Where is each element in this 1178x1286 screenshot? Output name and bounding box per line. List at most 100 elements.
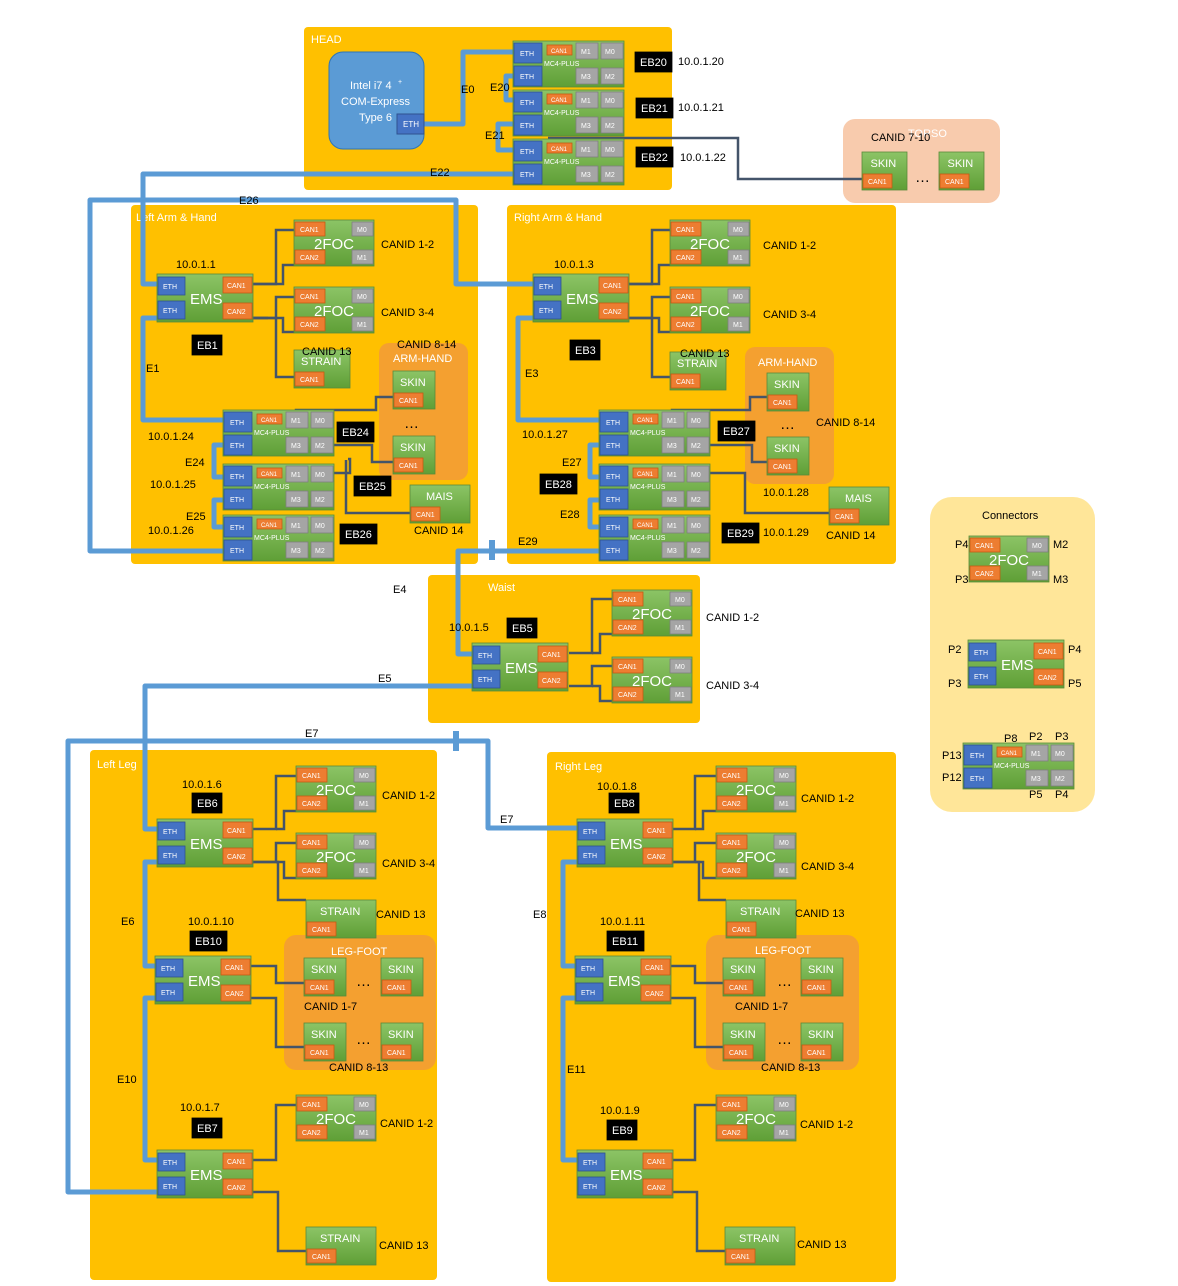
eth-port: ETH bbox=[230, 497, 244, 504]
right-leg-title: Right Leg bbox=[555, 761, 602, 773]
eth-port: ETH bbox=[583, 853, 597, 860]
m3-port: M3 bbox=[581, 74, 591, 81]
can1-port: CAN1 bbox=[676, 227, 695, 234]
can1-port: CAN1 bbox=[645, 965, 664, 972]
can2-port: CAN2 bbox=[302, 1130, 321, 1137]
board-tag: EB20 bbox=[640, 57, 667, 69]
sensor-label: STRAIN bbox=[739, 1233, 779, 1245]
board-tag: EB1 bbox=[197, 340, 218, 352]
can1-port: CAN1 bbox=[261, 523, 278, 529]
sensor-label: SKIN bbox=[311, 1029, 337, 1041]
cpu-line1: Intel i7 4 bbox=[350, 80, 392, 92]
link-E5 bbox=[142, 683, 473, 832]
can2-port: CAN2 bbox=[618, 625, 637, 632]
can1-port: CAN1 bbox=[773, 400, 792, 407]
can1-port: CAN1 bbox=[618, 664, 637, 671]
eth-port: ETH bbox=[606, 443, 620, 450]
m2-port: M2 bbox=[691, 497, 701, 504]
can2-port: CAN2 bbox=[300, 322, 319, 329]
strain-ll: CAN1 STRAIN bbox=[305, 899, 377, 939]
strain-rl: CAN1 STRAIN bbox=[725, 899, 797, 939]
link-label-e5: E5 bbox=[378, 673, 391, 685]
ip-eb27: 10.0.1.27 bbox=[522, 429, 568, 441]
foc-label: 2FOC bbox=[314, 236, 354, 253]
eth-port: ETH bbox=[163, 1184, 177, 1191]
board-tag: EB9 bbox=[612, 1125, 633, 1137]
ip-eb6: 10.0.1.6 bbox=[182, 779, 222, 791]
foc-label: 2FOC bbox=[316, 849, 356, 866]
sensor-label: STRAIN bbox=[740, 906, 780, 918]
canid-rl-17: CANID 1-7 bbox=[735, 1001, 788, 1013]
canid-ra-13: CANID 13 bbox=[680, 348, 730, 360]
sensor-label: SKIN bbox=[311, 964, 337, 976]
can1-port: CAN1 bbox=[300, 377, 319, 384]
can1-port: CAN1 bbox=[945, 179, 964, 186]
can1-port: CAN1 bbox=[732, 927, 751, 934]
board-tag: EB24 bbox=[342, 427, 369, 439]
ems-label: EMS bbox=[190, 291, 223, 308]
link-label-e20: E20 bbox=[490, 82, 510, 94]
can2-port: CAN2 bbox=[722, 1130, 741, 1137]
eth-port: ETH bbox=[606, 474, 620, 481]
m1-port: M1 bbox=[675, 692, 685, 699]
canid-ll-17: CANID 1-7 bbox=[304, 1001, 357, 1013]
legend-p2b: P2 bbox=[1029, 731, 1042, 743]
link-label-e10: E10 bbox=[117, 1074, 137, 1086]
m1-port: M1 bbox=[359, 1130, 369, 1137]
board-tag: EB25 bbox=[359, 481, 386, 493]
sensor-label: STRAIN bbox=[320, 906, 360, 918]
m0-port: M0 bbox=[733, 227, 743, 234]
m1-port: M1 bbox=[291, 418, 301, 425]
can1-port: CAN1 bbox=[387, 1050, 406, 1057]
tag-eb9: EB9 bbox=[606, 1119, 638, 1141]
link-label-e21: E21 bbox=[485, 130, 505, 142]
mc4-label: MC4-PLUS bbox=[630, 484, 666, 491]
canid-torso: CANID 7-10 bbox=[871, 132, 930, 144]
link-label-e26: E26 bbox=[239, 195, 259, 207]
link-E25 bbox=[211, 497, 224, 530]
eth-port: ETH bbox=[606, 497, 620, 504]
ip-eb9: 10.0.1.9 bbox=[600, 1105, 640, 1117]
link-E8 bbox=[560, 859, 578, 969]
legend-p3b: P3 bbox=[948, 678, 961, 690]
m1-port: M1 bbox=[667, 472, 677, 479]
m1-port: M1 bbox=[359, 801, 369, 808]
m2-port: M2 bbox=[691, 548, 701, 555]
can1-port: CAN1 bbox=[637, 472, 654, 478]
link-label-e0: E0 bbox=[461, 84, 474, 96]
legend-p5: P5 bbox=[1068, 678, 1081, 690]
m0-port: M0 bbox=[1032, 543, 1042, 550]
eth-port: ETH bbox=[520, 149, 534, 156]
cpu-eth: ETH bbox=[403, 120, 419, 129]
m0-port: M0 bbox=[315, 472, 325, 479]
ip-eb3: 10.0.1.3 bbox=[554, 259, 594, 271]
tag-eb3: EB3 bbox=[569, 339, 601, 361]
ems-label: EMS bbox=[190, 836, 223, 853]
link-marker-e29 bbox=[489, 540, 495, 560]
cpu-line3: Type 6 bbox=[359, 112, 392, 124]
canid-rl-12: CANID 1-2 bbox=[801, 793, 854, 805]
tag-eb21: EB21 bbox=[635, 97, 674, 119]
m1-port: M1 bbox=[581, 147, 591, 154]
board-tag: EB21 bbox=[641, 103, 668, 115]
legend-p4a: P4 bbox=[955, 539, 968, 551]
canid-rl-13: CANID 13 bbox=[795, 908, 845, 920]
canid-w-34: CANID 3-4 bbox=[706, 680, 759, 692]
eth-port: ETH bbox=[163, 853, 177, 860]
can2-port: CAN2 bbox=[645, 991, 664, 998]
can1-port: CAN1 bbox=[312, 927, 331, 934]
mc4-label: MC4-PLUS bbox=[544, 61, 580, 68]
can2-port: CAN2 bbox=[676, 322, 695, 329]
eth-port: ETH bbox=[520, 100, 534, 107]
can1-port: CAN1 bbox=[722, 1102, 741, 1109]
connectors-title: Connectors bbox=[982, 510, 1039, 522]
ip-eb24: 10.0.1.24 bbox=[148, 431, 194, 443]
